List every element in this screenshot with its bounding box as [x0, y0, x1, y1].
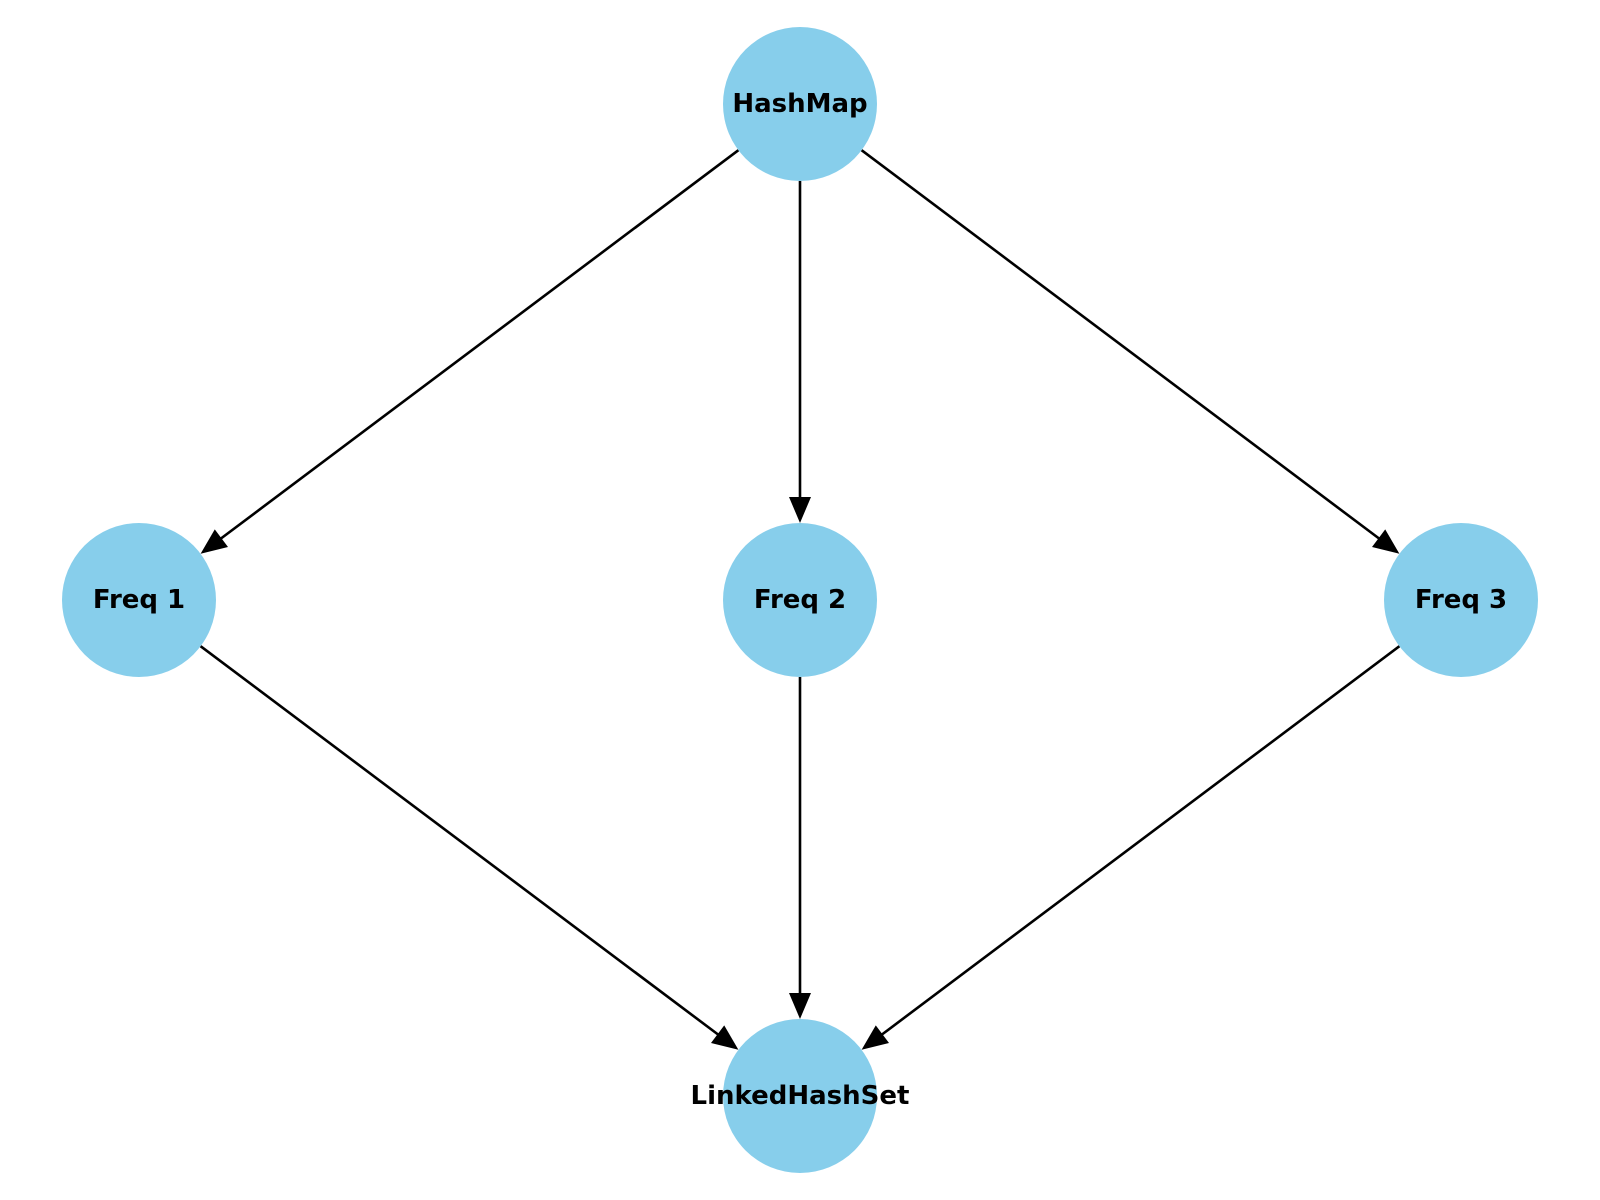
edge-hashmap-to-freq2	[789, 181, 811, 523]
edge-line	[219, 149, 740, 541]
node-freq1-label: Freq 1	[93, 585, 185, 615]
edge-hashmap-to-freq3	[860, 149, 1400, 554]
nodes-layer: HashMap Freq 1 Freq 2 Freq 3 LinkedHashS…	[62, 27, 1538, 1173]
node-freq3-label: Freq 3	[1415, 585, 1507, 615]
edge-line	[880, 645, 1401, 1037]
arrowhead-icon	[861, 1025, 889, 1050]
edge-line	[860, 149, 1381, 541]
node-linkedhashset-label: LinkedHashSet	[691, 1081, 910, 1111]
node-freq2-circle	[723, 523, 877, 677]
arrowhead-icon	[711, 1025, 739, 1050]
node-freq3: Freq 3	[1384, 523, 1538, 677]
node-hashmap-label: HashMap	[732, 89, 867, 119]
arrowhead-icon	[789, 993, 811, 1019]
node-linkedhashset: LinkedHashSet	[691, 1019, 910, 1173]
node-freq3-circle	[1384, 523, 1538, 677]
edge-freq1-to-linkedhashset	[199, 645, 739, 1050]
edge-hashmap-to-freq1	[200, 149, 740, 554]
node-freq1: Freq 1	[62, 523, 216, 677]
edge-line	[199, 645, 720, 1037]
node-freq2: Freq 2	[723, 523, 877, 677]
edge-freq3-to-linkedhashset	[861, 645, 1401, 1050]
edges-layer	[199, 149, 1401, 1050]
node-hashmap: HashMap	[723, 27, 877, 181]
arrowhead-icon	[1372, 529, 1400, 554]
node-freq2-label: Freq 2	[754, 585, 846, 615]
edge-freq2-to-linkedhashset	[789, 677, 811, 1019]
node-hashmap-circle	[723, 27, 877, 181]
node-linkedhashset-circle	[723, 1019, 877, 1173]
arrowhead-icon	[789, 497, 811, 523]
arrowhead-icon	[200, 529, 228, 554]
node-freq1-circle	[62, 523, 216, 677]
